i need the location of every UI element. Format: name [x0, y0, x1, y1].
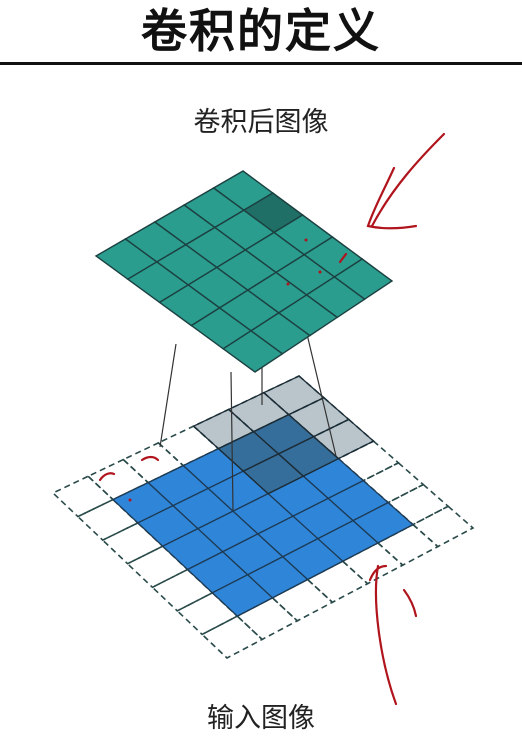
page-title: 卷积的定义: [141, 4, 381, 58]
annotation-arrow-shaft: [370, 132, 446, 228]
padding-cell: [200, 615, 264, 659]
input-cell: [211, 573, 274, 617]
kernel-cell: [242, 453, 305, 495]
kernel-window: [192, 375, 375, 495]
annotation-mark: [98, 472, 116, 482]
annotation-dot: [286, 282, 290, 286]
annotation-dot: [304, 238, 308, 242]
annotation-mark: [140, 455, 160, 462]
output-image-grid: [94, 170, 394, 373]
annotation-dot: [128, 498, 132, 502]
handwritten-annotations: [98, 132, 446, 706]
padding-cell: [51, 475, 115, 518]
output-cell: [221, 329, 284, 373]
output-image-label: 卷积后图像: [193, 107, 329, 138]
annotation-dot: [318, 270, 322, 274]
annotation-pen-line: [374, 564, 398, 706]
title-divider: [0, 62, 522, 65]
annotation-mark: [338, 252, 348, 264]
input-image-label: 输入图像: [207, 703, 315, 734]
annotation-tick: [402, 588, 418, 618]
annotation-hook: [368, 564, 388, 582]
padding-cell: [411, 505, 475, 548]
annotation-arrow-head: [366, 166, 418, 230]
projection-line: [305, 329, 337, 457]
projection-line: [230, 371, 234, 511]
projection-line: [159, 343, 177, 448]
input-image-grid: [111, 413, 415, 617]
